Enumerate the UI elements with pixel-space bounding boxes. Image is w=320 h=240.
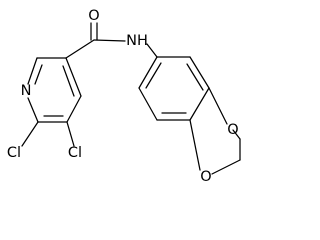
benzene-bond-3 <box>189 87 210 121</box>
pyridine-bond-2 <box>27 57 38 85</box>
structure-diagram: O NH N Cl Cl O O <box>6 8 241 185</box>
benzene-bond-6-inner <box>145 62 162 89</box>
dioxane-upper-o-link <box>232 129 241 140</box>
chlorine-6-bond <box>21 121 39 147</box>
chlorine-5-bond <box>66 121 75 147</box>
dioxane-oxygen-lower-label: O <box>200 169 211 185</box>
carbonyl-to-ring-bond <box>65 39 95 59</box>
chlorine-5-label: Cl <box>68 145 82 161</box>
benzene-bond-2-inner <box>186 63 204 91</box>
chlorine-6-label: Cl <box>7 145 21 161</box>
pyridine-bond-2-inner <box>34 64 43 85</box>
dioxane-oxygen-upper-label: O <box>227 122 238 138</box>
amide-nitrogen-label: NH <box>126 33 148 49</box>
carbonyl-oxygen-label: O <box>88 8 99 24</box>
benzene-bond-2 <box>189 56 210 89</box>
pyridine-ring <box>21 57 82 147</box>
pyridine-bond-6-inner <box>62 65 75 97</box>
dioxane-ring <box>189 87 241 175</box>
pyridine-nitrogen-label: N <box>21 83 32 99</box>
pyridine-bond-5 <box>66 95 82 123</box>
carbonyl-to-nitrogen-bond <box>93 39 126 42</box>
benzene-bond-6 <box>138 56 158 89</box>
atom-labels: O NH N Cl Cl O O <box>7 8 239 185</box>
pyridine-bond-3 <box>27 97 39 123</box>
benzene-bond-5 <box>138 87 158 121</box>
dioxane-bond-4 <box>189 119 201 171</box>
amide-group <box>65 22 158 59</box>
benzene-ring <box>138 56 210 121</box>
dioxane-bond-1 <box>208 87 228 125</box>
dioxane-bond-3 <box>211 159 241 175</box>
nitrogen-to-aryl-bond <box>146 43 158 58</box>
pyridine-bond-6 <box>65 57 82 97</box>
